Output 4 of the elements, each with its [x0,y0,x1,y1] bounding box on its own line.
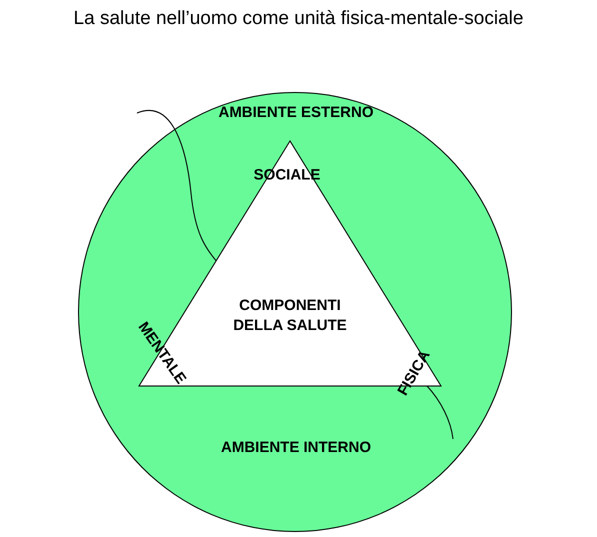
center-label: COMPONENTI DELLA SALUTE [232,296,348,336]
region-label: AMBIENTE ESTERNO [217,103,374,123]
region-label: AMBIENTE INTERNO [220,438,372,458]
diagram-title: La salute nell’uomo come unità fisica-mentale-sociale [72,8,524,30]
